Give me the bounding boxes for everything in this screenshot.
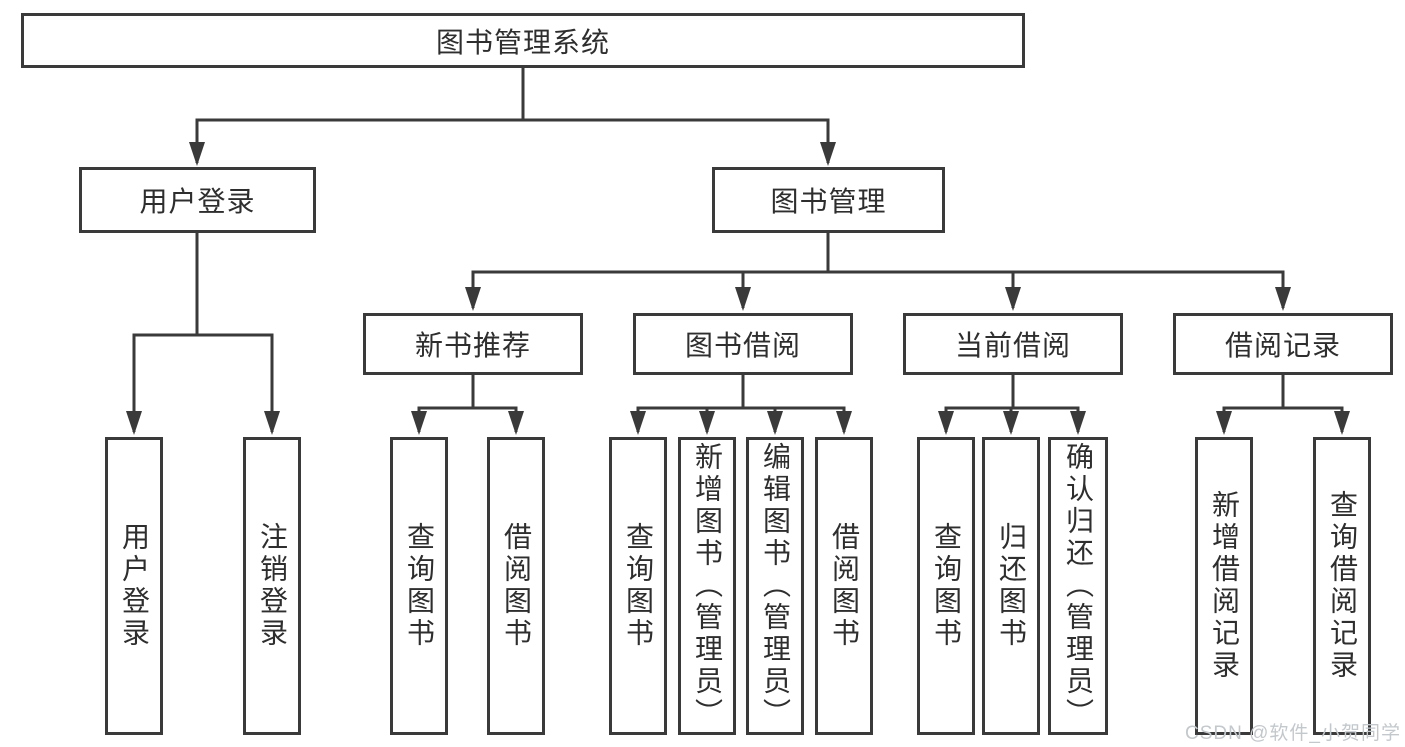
leaf-query-borrow-record: 查询借阅记录 [1313, 437, 1371, 735]
leaf-query-books-3: 查询图书 [917, 437, 975, 735]
node-label: 图书管理系统 [435, 26, 610, 58]
watermark: CSDN @软件_小贺同学 [1185, 723, 1401, 744]
node-label: 查询图书 [623, 522, 654, 650]
leaf-borrow-books-1: 借阅图书 [487, 437, 545, 735]
node-label: 用户登录 [119, 522, 150, 650]
node-label: 注销登录 [257, 522, 288, 650]
leaf-user-login: 用户登录 [105, 437, 163, 735]
leaf-query-books-1: 查询图书 [390, 437, 448, 735]
node-label: 确认归还（管理员） [1063, 442, 1094, 730]
node-label: 查询图书 [931, 522, 962, 650]
node-label: 编辑图书（管理员） [760, 442, 791, 730]
node-book-management: 图书管理 [712, 167, 945, 233]
node-label: 当前借阅 [954, 330, 1071, 361]
leaf-edit-book-admin: 编辑图书（管理员） [746, 437, 804, 735]
leaf-confirm-return-admin: 确认归还（管理员） [1048, 437, 1108, 735]
node-label: 新增图书（管理员） [692, 442, 723, 730]
node-label: 查询借阅记录 [1327, 490, 1358, 682]
node-label: 归还图书 [996, 522, 1027, 650]
node-label: 新书推荐 [414, 330, 531, 361]
node-library-management-system: 图书管理系统 [21, 13, 1025, 68]
node-label: 借阅图书 [501, 522, 532, 650]
node-current-borrowing: 当前借阅 [903, 313, 1123, 375]
leaf-add-borrow-record: 新增借阅记录 [1195, 437, 1253, 735]
leaf-return-books: 归还图书 [982, 437, 1040, 735]
leaf-borrow-books-2: 借阅图书 [815, 437, 873, 735]
node-label: 图书管理 [770, 186, 887, 217]
node-new-book-recommendation: 新书推荐 [363, 313, 583, 375]
leaf-logout: 注销登录 [243, 437, 301, 735]
node-label: 图书借阅 [684, 330, 801, 361]
node-label: 用户登录 [139, 186, 256, 217]
node-label: 借阅图书 [829, 522, 860, 650]
leaf-query-books-2: 查询图书 [609, 437, 667, 735]
node-book-borrowing: 图书借阅 [633, 313, 853, 375]
leaf-add-book-admin: 新增图书（管理员） [678, 437, 736, 735]
node-label: 新增借阅记录 [1209, 490, 1240, 682]
node-label: 查询图书 [404, 522, 435, 650]
node-label: 借阅记录 [1224, 330, 1341, 361]
node-borrowing-records: 借阅记录 [1173, 313, 1393, 375]
node-user-login: 用户登录 [79, 167, 316, 233]
